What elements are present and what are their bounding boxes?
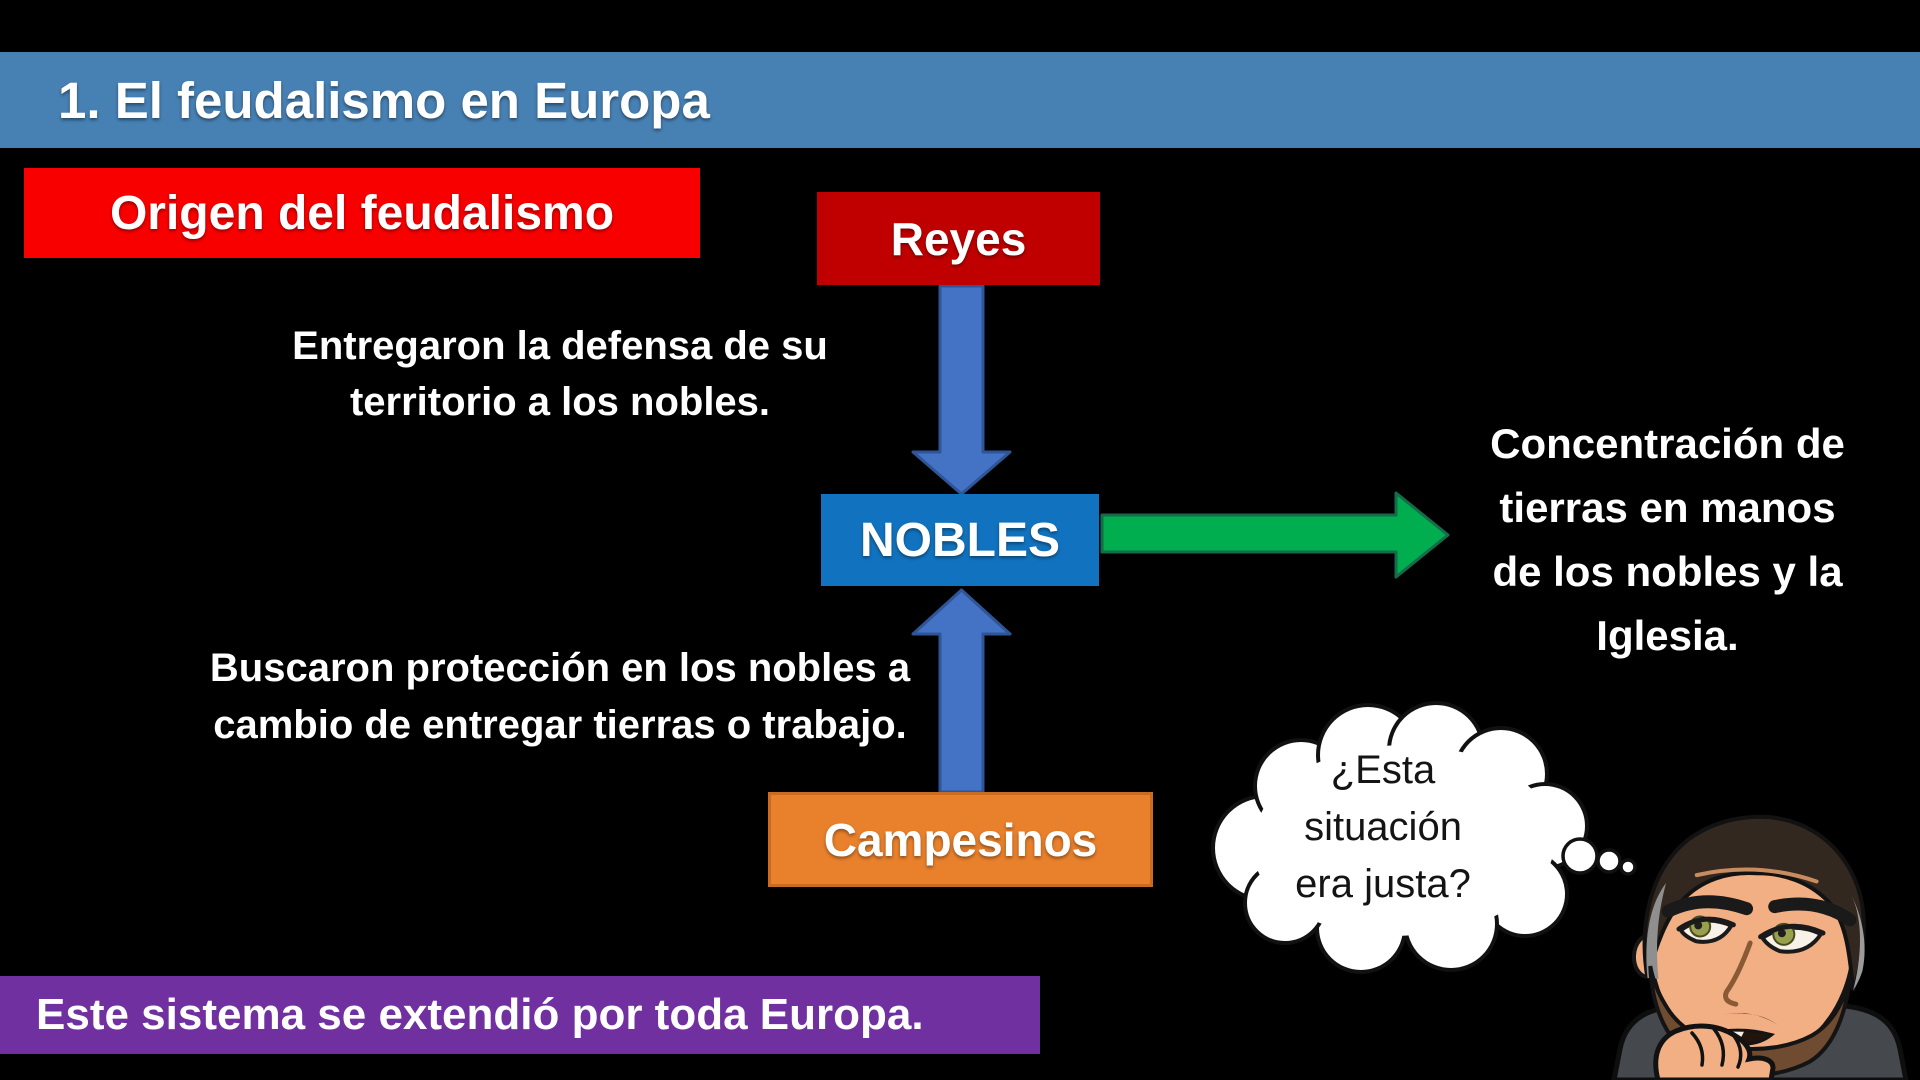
avatar-forehead-crease [1694,867,1819,884]
node-campesinos-label: Campesinos [823,813,1098,866]
node-reyes-label: Reyes [890,212,1027,265]
text-line: Buscaron protección en los nobles a [209,646,911,690]
annotation-result: Concentración de tierras en manos de los… [1445,412,1890,668]
annotation-kings-to-nobles: Entregaron la defensa de su territorio a… [210,318,910,430]
avatar-eye-left [1676,915,1736,944]
thought-bubble [1211,701,1637,974]
text-line: tierras en manos [1499,484,1836,531]
avatar-hand [1653,1023,1776,1080]
avatar-nose [1723,940,1753,1007]
avatar-eyebrow-left [1661,895,1754,918]
text-line: Iglesia. [1596,612,1739,659]
origin-heading-box: Origen del feudalismo [24,168,700,258]
text-line: cambio de entregar tierras o trabajo. [213,703,907,747]
node-nobles-label: NOBLES [859,513,1060,567]
avatar-head [1631,814,1866,1078]
node-campesinos: Campesinos [768,792,1153,887]
node-reyes: Reyes [817,192,1100,285]
thought-bubble-trail [1561,837,1637,876]
avatar-hair-gray-left [1646,882,1667,979]
slide-title-banner: 1. El feudalismo en Europa [0,52,1920,148]
text-line: ¿Esta [1330,748,1436,792]
avatar-eyebrow-right [1768,897,1857,927]
text-line: Concentración de [1490,420,1845,467]
node-nobles: NOBLES [821,494,1099,586]
text-line: territorio a los nobles. [349,380,771,424]
origin-heading-label: Origen del feudalismo [109,186,615,240]
footer-label: Este sistema se extendió por toda Europa… [36,990,924,1039]
page-title: 1. El feudalismo en Europa [58,71,710,129]
thought-bubble-text: ¿Esta situación era justa? [1228,742,1538,913]
text-line: era justa? [1295,862,1471,906]
avatar-thinking-man [1611,814,1909,1080]
footer-banner: Este sistema se extendió por toda Europa… [0,976,1040,1054]
annotation-peasants-to-nobles: Buscaron protección en los nobles a camb… [160,640,960,754]
text-line: situación [1304,805,1462,849]
text-line: de los nobles y la [1492,548,1843,595]
avatar-eye-right [1758,922,1826,954]
arrow-down-reyes-to-nobles-icon [911,284,1012,496]
text-line: Entregaron la defensa de su [292,324,828,368]
arrow-right-nobles-to-result-icon [1100,491,1450,579]
avatar-hair-gray-right [1851,895,1865,991]
